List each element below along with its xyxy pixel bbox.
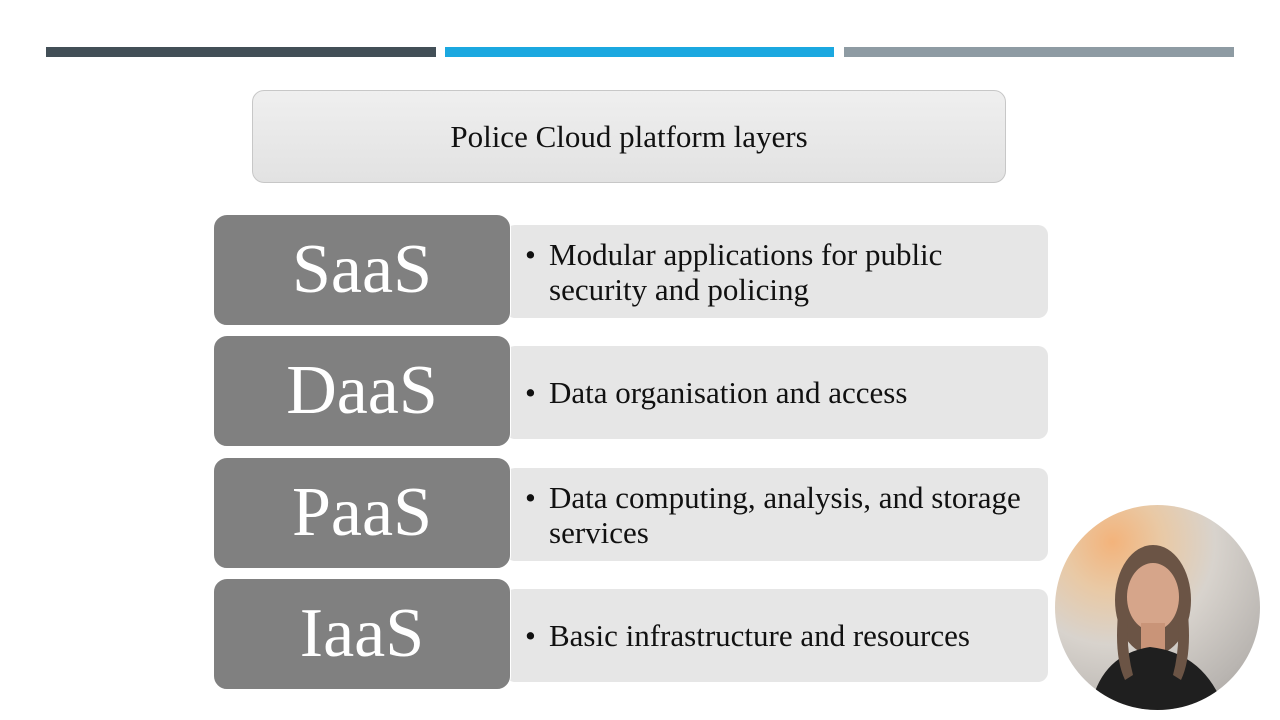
layer-label-saas: SaaS: [213, 214, 511, 326]
layer-description-text: Basic infrastructure and resources: [549, 618, 970, 653]
layer-description-text: Data organisation and access: [549, 375, 908, 410]
layer-label-iaas: IaaS: [213, 578, 511, 690]
layer-label-text: IaaS: [299, 595, 425, 672]
layer-description-text: Data computing, analysis, and storage se…: [549, 479, 1021, 550]
top-accent-bar-gray: [844, 47, 1234, 57]
diagram-title: Police Cloud platform layers: [450, 118, 808, 154]
layer-label-text: DaaS: [286, 352, 438, 429]
bullet-marker: •: [525, 479, 536, 515]
presenter-silhouette-icon: [1090, 545, 1225, 710]
diagram-title-box: Police Cloud platform layers: [252, 90, 1006, 183]
layer-label-text: SaaS: [292, 231, 432, 308]
bullet-marker: •: [525, 236, 536, 272]
presenter-webcam-overlay: [1055, 505, 1260, 710]
layer-label-text: PaaS: [292, 474, 432, 551]
layer-label-daas: DaaS: [213, 335, 511, 447]
layer-description-saas: • Modular applications for public securi…: [505, 225, 1048, 318]
layer-description-paas: • Data computing, analysis, and storage …: [505, 468, 1048, 561]
layer-description-iaas: • Basic infrastructure and resources: [505, 589, 1048, 682]
layer-label-paas: PaaS: [213, 457, 511, 569]
bullet-marker: •: [525, 375, 536, 410]
top-accent-bar-dark: [46, 47, 436, 57]
top-accent-bar-blue: [445, 47, 834, 57]
bullet-marker: •: [525, 618, 536, 653]
layer-description-text: Modular applications for public security…: [549, 236, 943, 307]
layer-description-daas: • Data organisation and access: [505, 346, 1048, 439]
